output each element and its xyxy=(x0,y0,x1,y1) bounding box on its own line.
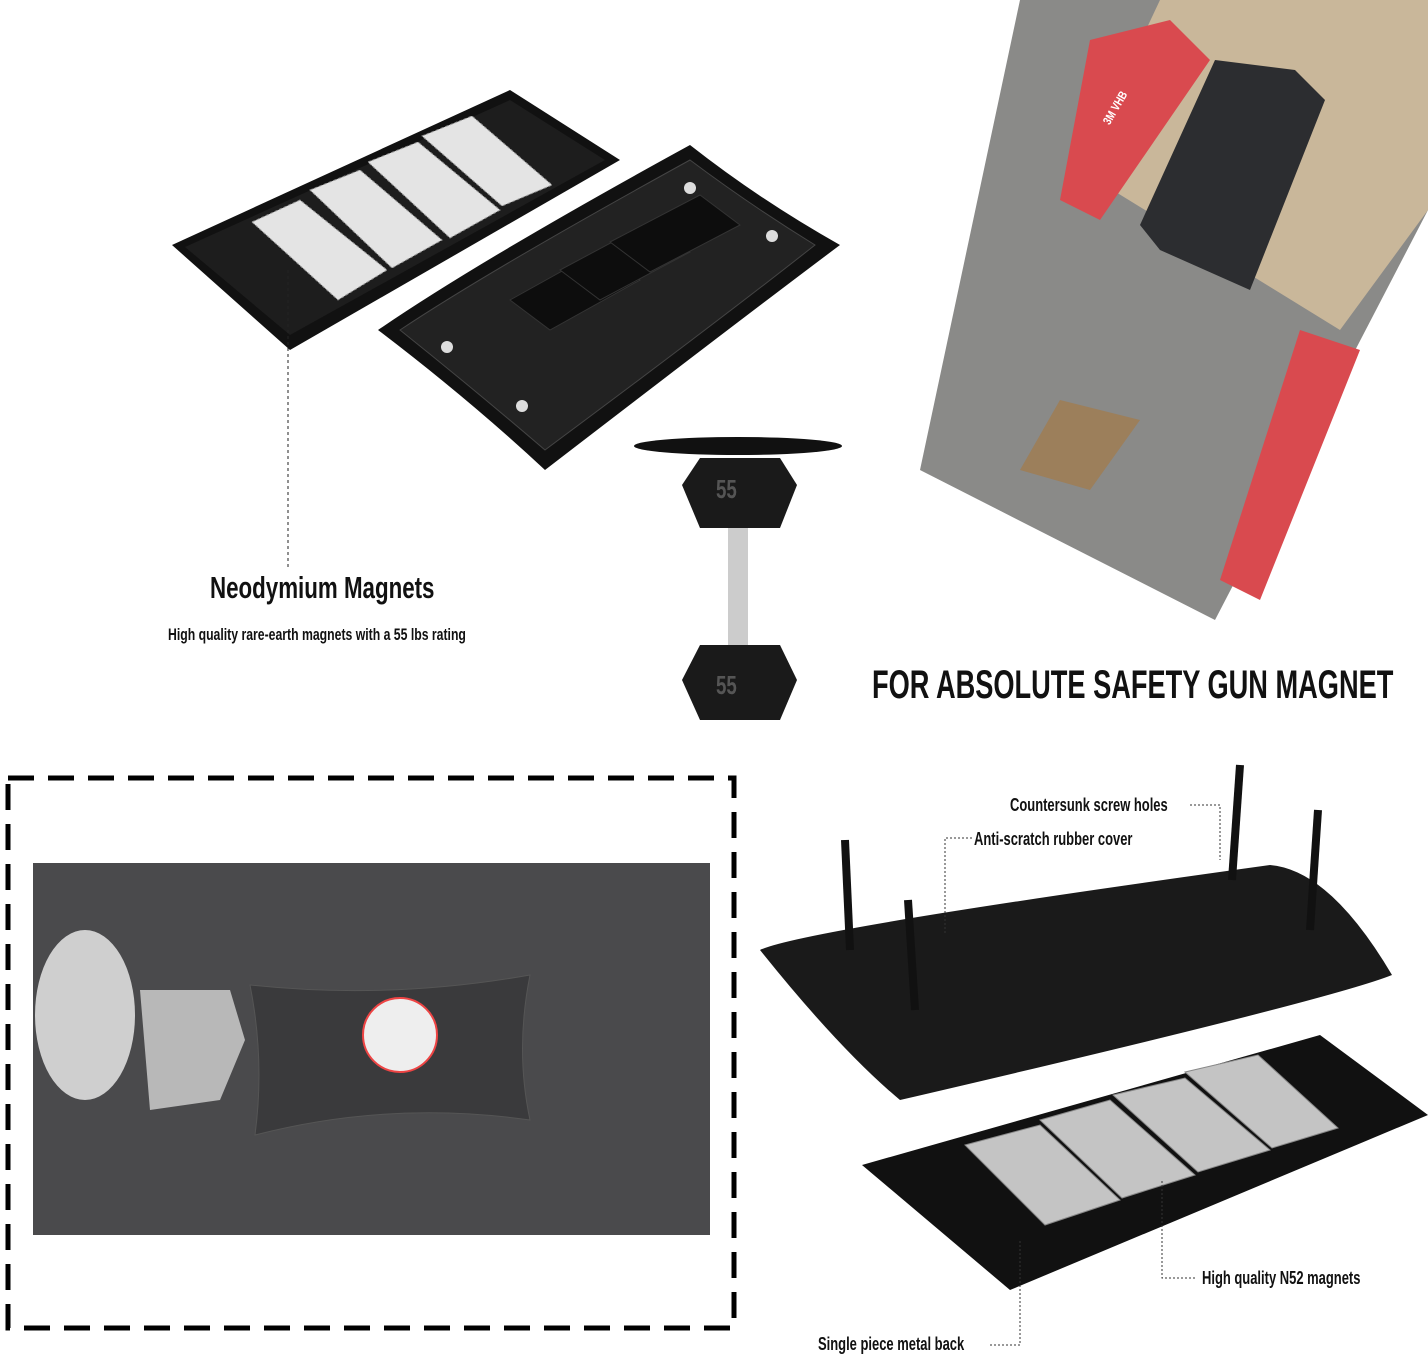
dumbbell-illustration xyxy=(634,437,842,720)
kit-photo xyxy=(920,0,1428,620)
headline: FOR ABSOLUTE SAFETY GUN MAGNET xyxy=(872,663,1394,707)
magnets-subtitle: High quality rare-earth magnets with a 5… xyxy=(168,625,466,644)
dumbbell-weight-bottom: 55 xyxy=(716,670,737,700)
label-magnets: High quality N52 magnets xyxy=(1202,1268,1361,1288)
dumbbell-weight-top: 55 xyxy=(716,474,737,504)
label-screw-holes: Countersunk screw holes xyxy=(1010,795,1168,815)
stamp-frame xyxy=(5,775,737,1331)
label-rubber-cover: Anti-scratch rubber cover xyxy=(974,829,1133,849)
label-metal-back: Single piece metal back xyxy=(818,1334,965,1354)
exploded-view xyxy=(760,764,1428,1346)
magnets-title: Neodymium Magnets xyxy=(210,570,435,605)
rubber-cover-illustration xyxy=(378,145,840,470)
magnet-base-illustration xyxy=(172,90,620,350)
